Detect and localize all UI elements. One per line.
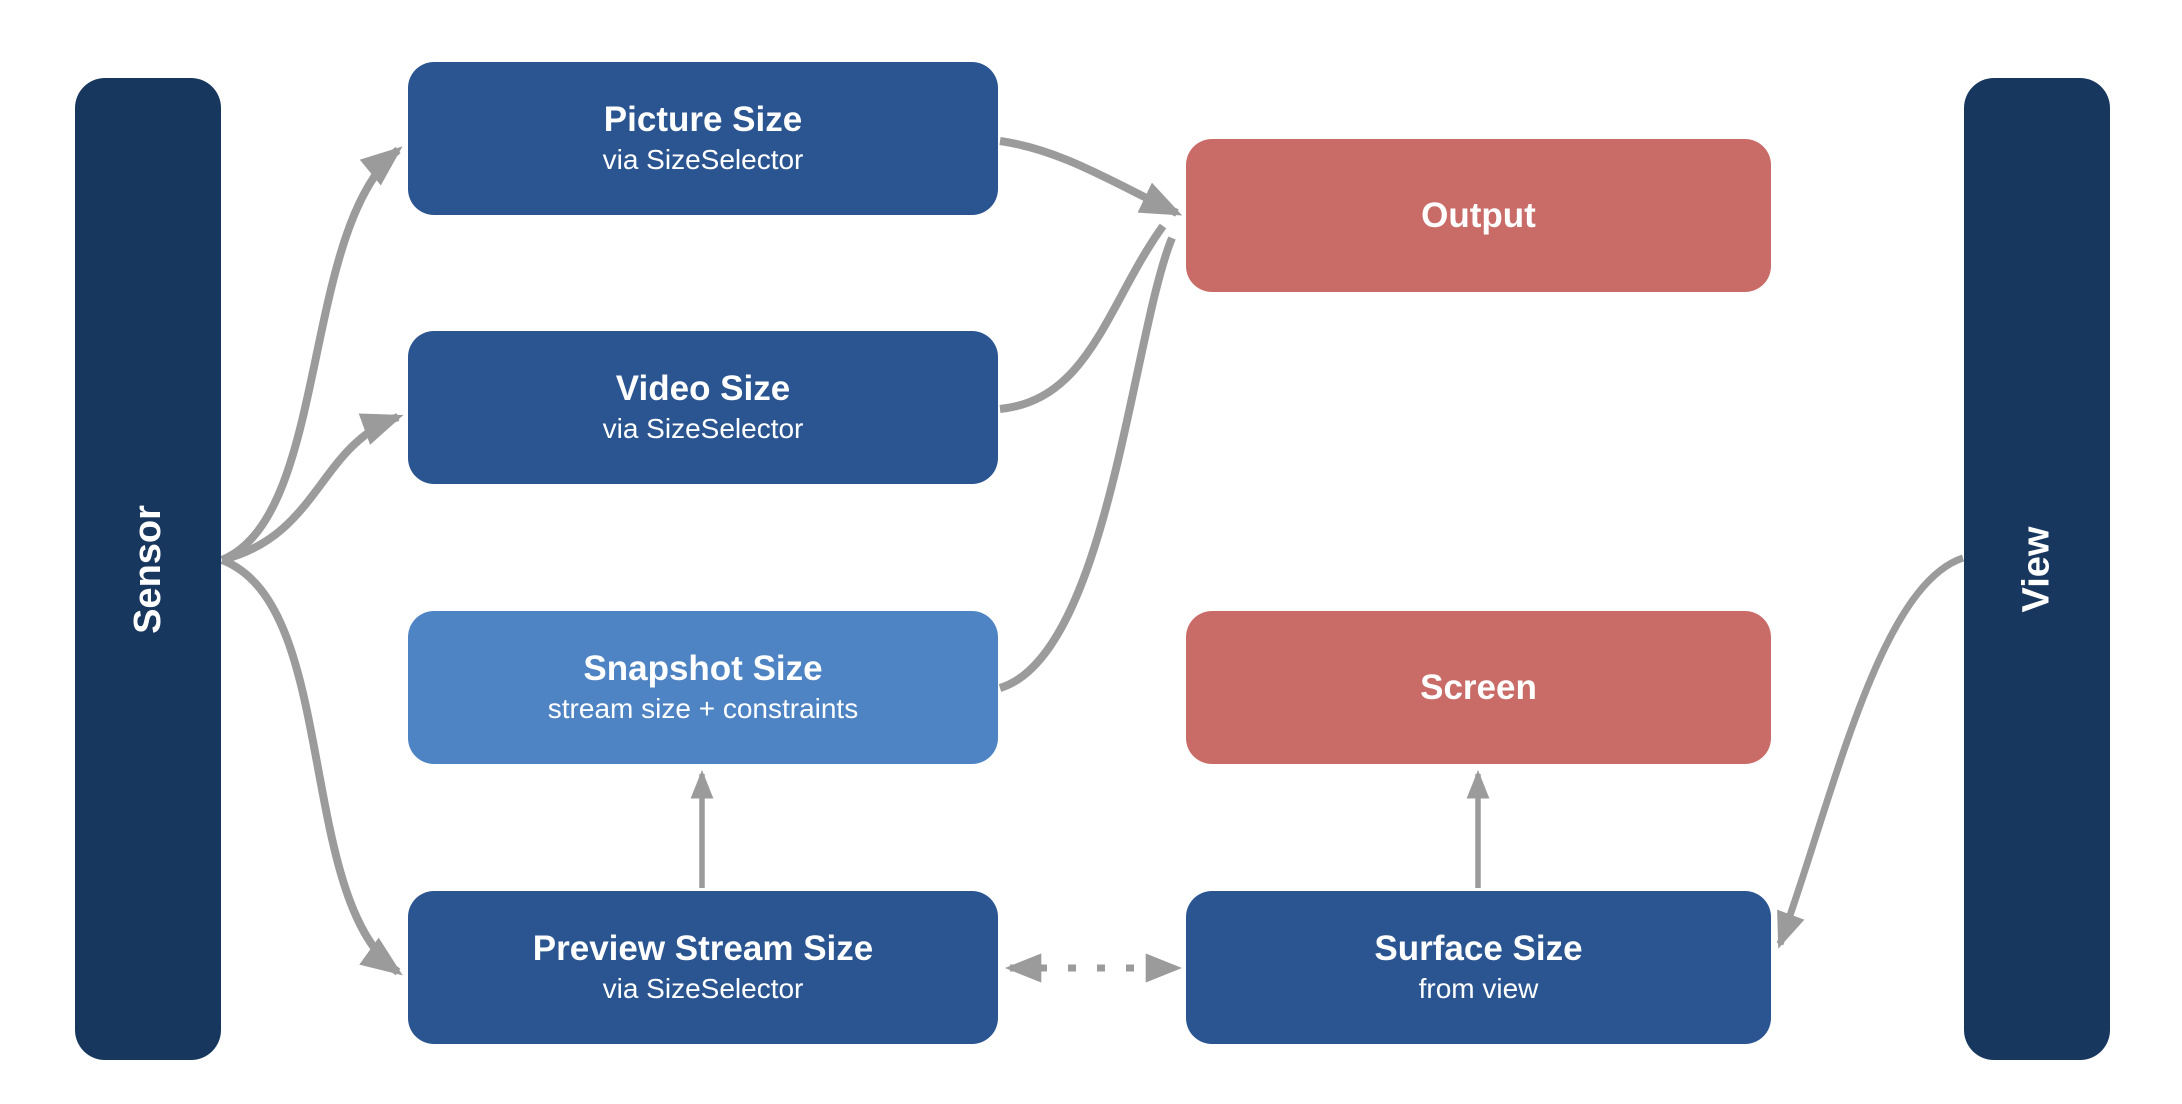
node-surface-size-title: Surface Size [1374,929,1583,969]
node-video-size-title: Video Size [615,369,791,409]
node-screen: Screen [1186,611,1771,764]
node-snapshot-size-title: Snapshot Size [583,649,823,689]
lane-view: View [1964,78,2110,1060]
node-preview-stream-size-subtitle: via SizeSelector [602,973,804,1005]
lane-sensor: Sensor [75,78,221,1060]
edge-view-to-surface-size [1776,554,1965,949]
lane-sensor-label: Sensor [126,504,169,634]
edge-video-size-to-output [999,223,1167,413]
edge-picture-size-to-output [999,137,1183,217]
node-picture-size-title: Picture Size [603,100,803,140]
node-output-title: Output [1421,195,1536,235]
edge-sensor-to-preview-stream-size [220,556,403,976]
edge-sensor-to-picture-size [220,146,403,564]
node-video-size-subtitle: via SizeSelector [602,413,804,445]
node-output: Output [1186,139,1771,292]
node-surface-size-subtitle: from view [1418,973,1539,1005]
node-snapshot-size: Snapshot Size stream size + constraints [408,611,998,764]
node-snapshot-size-subtitle: stream size + constraints [547,693,859,725]
edge-sensor-to-video-size [221,413,404,564]
node-video-size: Video Size via SizeSelector [408,331,998,484]
node-preview-stream-size-title: Preview Stream Size [532,929,874,969]
node-preview-stream-size: Preview Stream Size via SizeSelector [408,891,998,1044]
node-picture-size: Picture Size via SizeSelector [408,62,998,215]
edge-snapshot-size-to-output [998,236,1176,692]
node-screen-title: Screen [1420,667,1537,707]
node-picture-size-subtitle: via SizeSelector [602,144,804,176]
node-surface-size: Surface Size from view [1186,891,1771,1044]
lane-view-label: View [2015,526,2058,612]
